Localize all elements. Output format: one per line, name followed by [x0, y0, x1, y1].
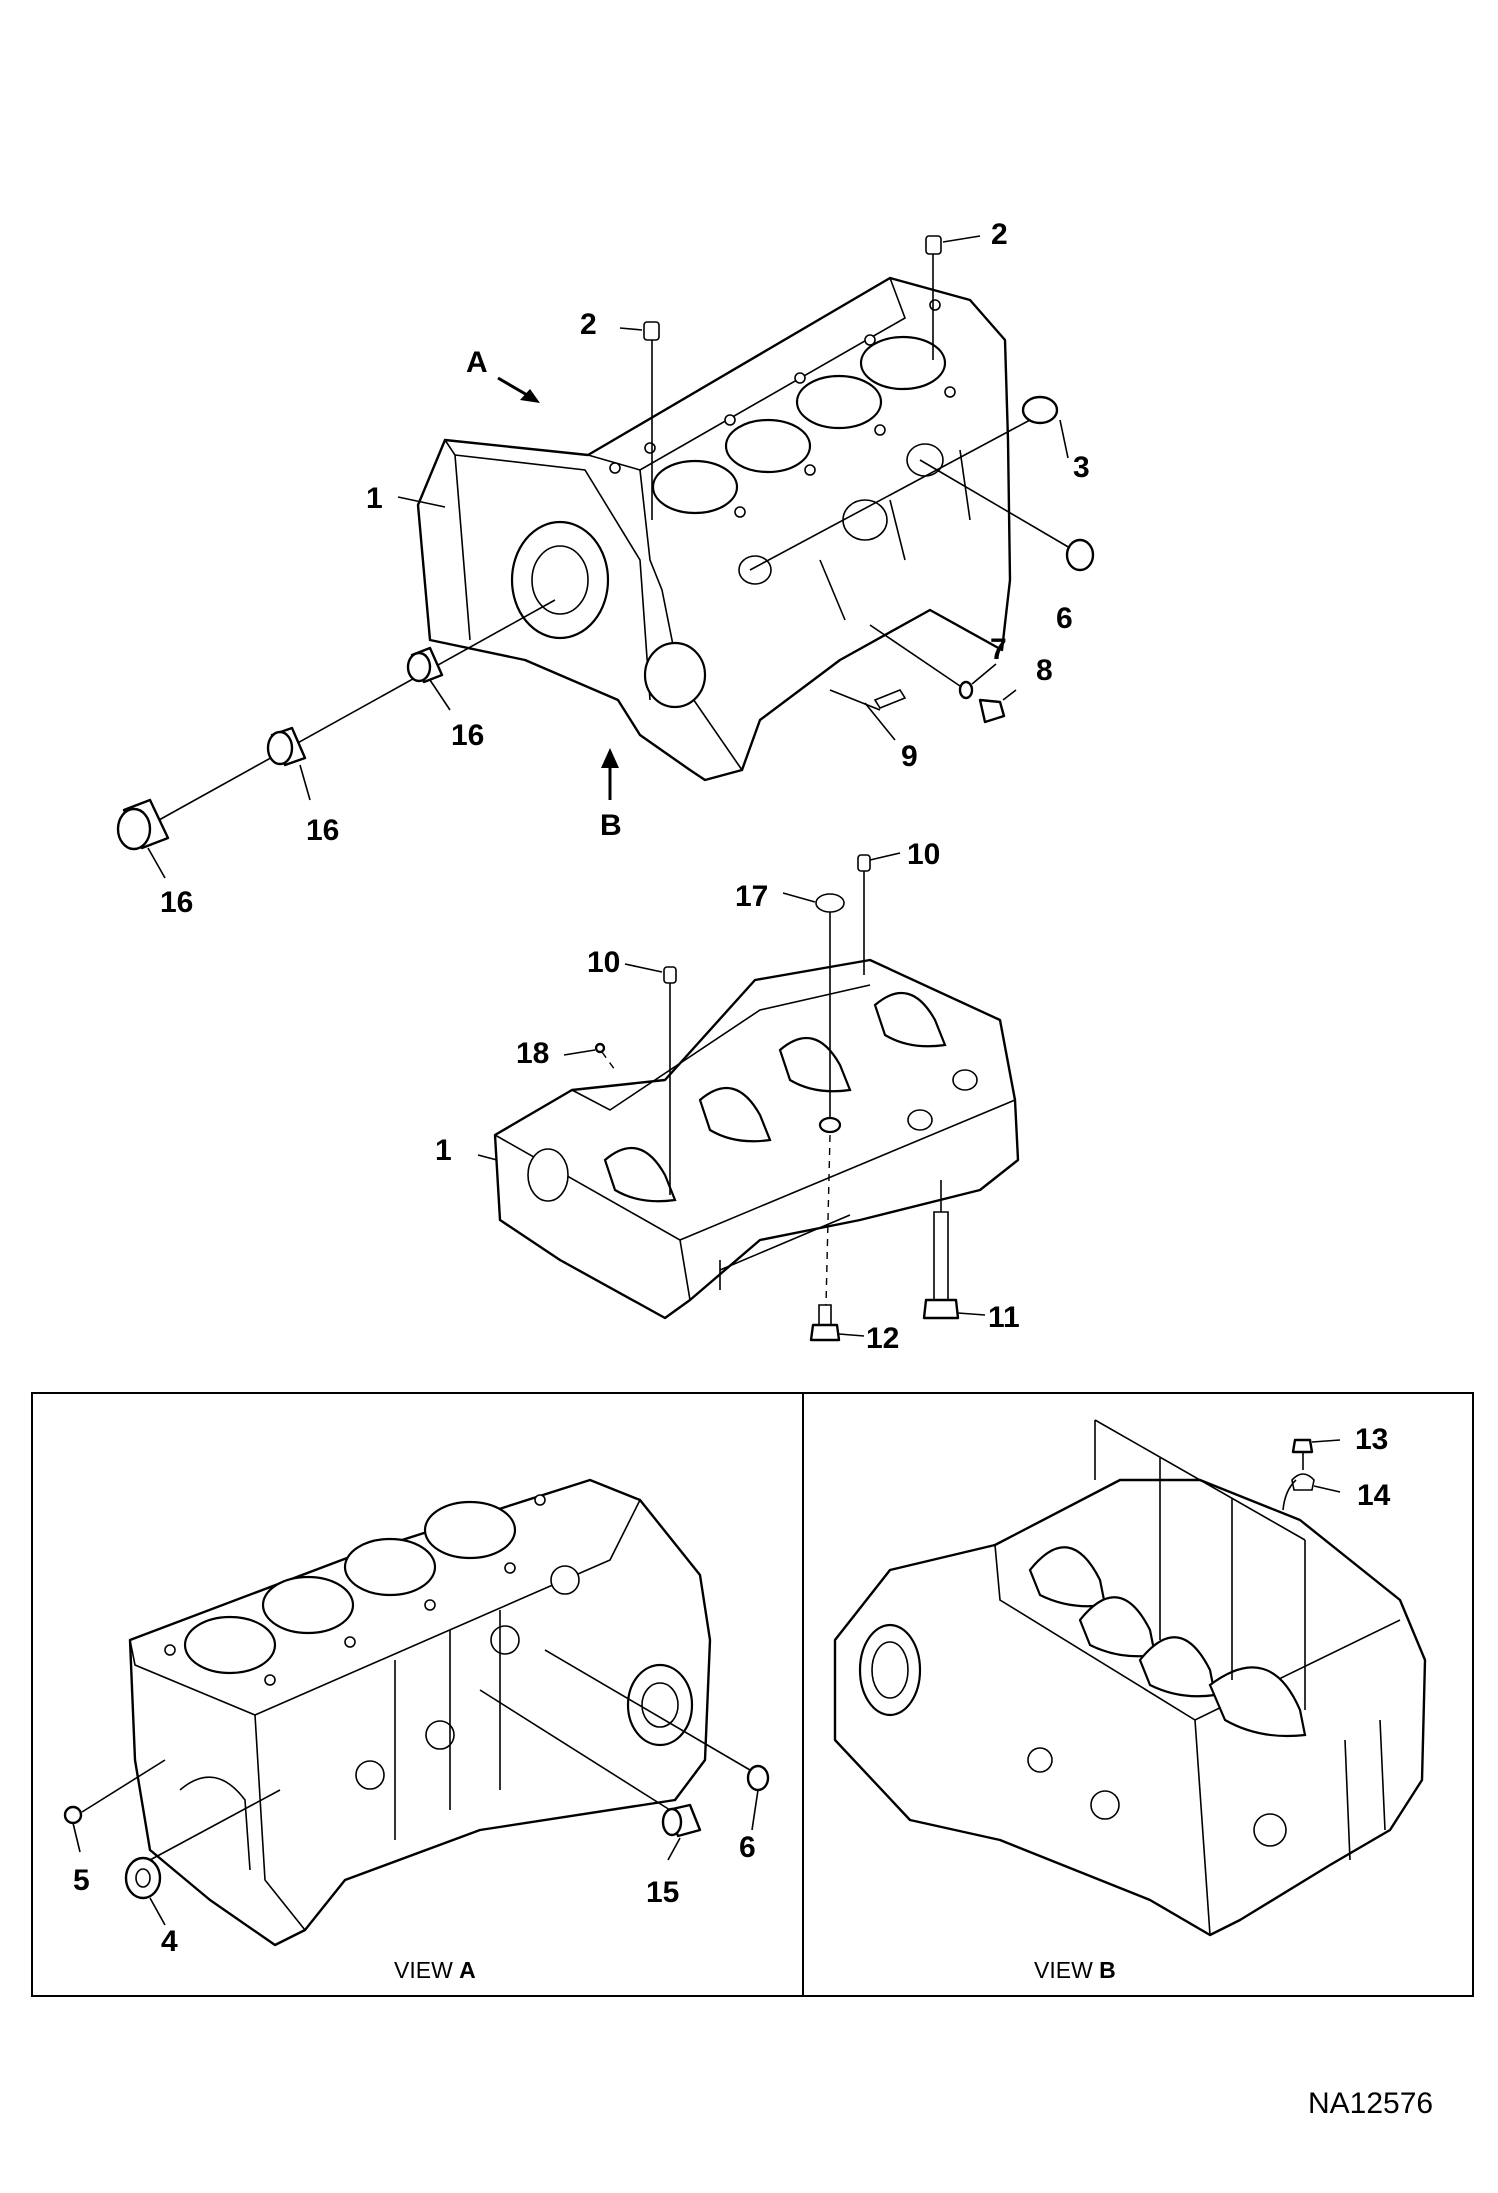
callout-3: 3 [1073, 451, 1090, 484]
callout-1-top: 1 [366, 482, 383, 515]
part-plug-18 [563, 1042, 616, 1071]
callout-16-a: 16 [451, 719, 484, 752]
part-washer-7-bolt-8 [869, 624, 1017, 724]
callout-14: 14 [1357, 1479, 1391, 1512]
callout-16-c: 16 [160, 886, 193, 919]
callout-9: 9 [901, 740, 918, 773]
part-dowel-10-left [624, 963, 677, 1195]
callout-15: 15 [646, 1876, 679, 1909]
view-b-arrow: B [600, 748, 622, 842]
engine-block-view-b [833, 1478, 1427, 1937]
part-dowel-2-left [619, 321, 660, 520]
callout-6-top: 6 [1056, 602, 1073, 635]
view-b-bracket [1094, 1419, 1341, 1710]
engine-block-view-a [128, 1478, 712, 1947]
callout-4: 4 [161, 1925, 178, 1958]
callout-11: 11 [988, 1301, 1020, 1334]
callout-8: 8 [1036, 654, 1053, 687]
callout-16-b: 16 [306, 814, 339, 847]
callout-labels: 1 2 2 3 6 7 8 9 16 16 16 10 17 10 18 1 1… [73, 218, 1391, 1958]
part-seal-6-top [919, 459, 1095, 572]
view-a-arrow: A [466, 346, 540, 403]
part-plug-3 [749, 395, 1069, 571]
part-pin-9 [829, 689, 907, 741]
engine-block-top [416, 276, 1012, 782]
part-bushings-16 [116, 599, 556, 879]
view-a-arrow-label: A [466, 346, 488, 379]
callout-17: 17 [735, 880, 768, 913]
engine-block-middle [493, 958, 1020, 1320]
callout-13: 13 [1355, 1423, 1388, 1456]
document-id: NA12576 [1308, 2087, 1433, 2120]
callout-10-right: 10 [907, 838, 940, 871]
view-b-panel [802, 1392, 1474, 1997]
callout-7: 7 [990, 633, 1007, 666]
callout-10-left: 10 [587, 946, 620, 979]
callout-2-left: 2 [580, 308, 597, 341]
view-b-caption: VIEW B [1034, 1957, 1116, 1983]
callout-5: 5 [73, 1864, 90, 1897]
view-a-parts [63, 1649, 770, 1926]
part-oring-17 [782, 892, 845, 1306]
part-dowel-2-right [925, 235, 981, 360]
callout-12: 12 [866, 1322, 899, 1355]
callout-18: 18 [516, 1037, 549, 1070]
part-bolt-12 [809, 1304, 865, 1342]
part-dowel-10-right [857, 852, 901, 975]
view-a-caption: VIEW A [394, 1957, 476, 1983]
callout-2-right: 2 [991, 218, 1008, 251]
view-b-arrow-label: B [600, 809, 622, 842]
callout-1-mid: 1 [435, 1134, 452, 1167]
callout-6-view: 6 [739, 1831, 756, 1864]
part-bolt-11 [922, 1180, 986, 1320]
